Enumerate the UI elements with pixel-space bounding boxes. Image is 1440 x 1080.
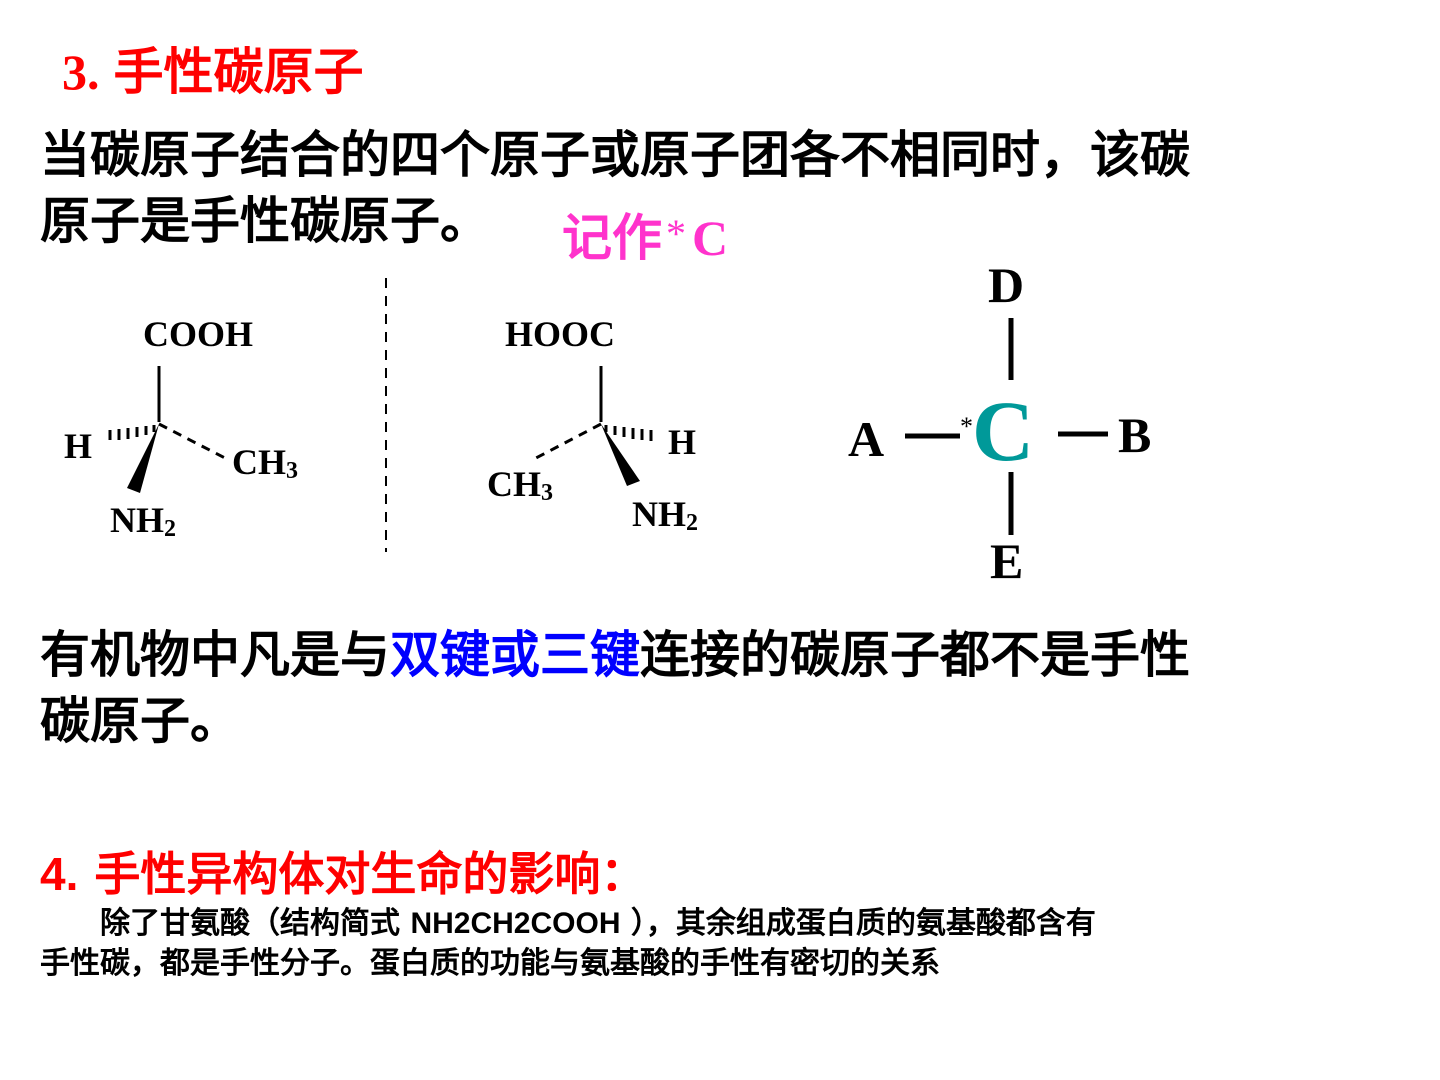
section-3-title: 手性碳原子 [113, 42, 364, 101]
substituent-a: A [848, 411, 884, 467]
rule-paragraph: 有机物中凡是与双键或三键连接的碳原子都不是手性 碳原子。 [40, 622, 1190, 754]
mol-right-h-label: H [668, 422, 696, 462]
body-line-1: 除了甘氨酸（结构简式 NH2CH2COOH ），其余组成蛋白质的氨基酸都含有 [40, 904, 1096, 944]
body-line-2: 手性碳，都是手性分子。蛋白质的功能与氨基酸的手性有密切的关系 [40, 946, 940, 981]
substituent-b: B [1118, 407, 1151, 463]
mol-left-nh2-label: NH2 [110, 500, 176, 542]
chirality-diagram: COOH H CH3 NH2 HOOC [64, 260, 1151, 589]
rule-part-1: 有机物中凡是与 [40, 626, 390, 684]
rule-line-2: 碳原子。 [40, 692, 240, 750]
notation-symbol: C [692, 210, 729, 266]
mol-left-hashed-bond [108, 425, 156, 440]
glycine-formula: NH2CH2COOH [410, 907, 621, 940]
substituent-e: E [990, 533, 1023, 589]
mol-right-wedge-bond [601, 424, 640, 486]
notation-star: * [666, 211, 686, 256]
molecule-right: HOOC H CH3 NH2 [487, 314, 698, 536]
mol-right-hashed-bond [604, 425, 653, 441]
substituent-d: D [988, 260, 1024, 313]
molecule-left: COOH H CH3 NH2 [64, 314, 298, 542]
section-4-heading: 4. 手性异构体对生命的影响： [40, 838, 646, 904]
notation-prefix: 记作 [562, 209, 662, 267]
definition-line-2: 原子是手性碳原子。 [40, 192, 490, 250]
mol-right-dashed-bond [535, 422, 602, 460]
section-3-heading: 3.手性碳原子 [62, 32, 364, 104]
mol-left-dashed-bond [158, 422, 226, 460]
rule-line-1: 有机物中凡是与双键或三键连接的碳原子都不是手性 [40, 622, 1190, 688]
chiral-notation: 记作*C [562, 198, 728, 270]
definition-paragraph: 当碳原子结合的四个原子或原子团各不相同时，该碳 原子是手性碳原子。 [40, 122, 1190, 254]
rule-highlight: 双键或三键 [390, 626, 640, 684]
chiral-center-diagram: D A * C B E [848, 260, 1151, 589]
rule-part-2: 连接的碳原子都不是手性 [640, 626, 1190, 684]
section-4-number: 4. [40, 848, 79, 900]
section-4-title: 手性异构体对生命的影响： [94, 847, 647, 901]
mol-left-wedge-bond [127, 424, 159, 493]
chiral-star: * [960, 412, 973, 441]
mol-left-h-label: H [64, 426, 92, 466]
body-line-1-a: 除了甘氨酸（结构简式 [100, 906, 411, 941]
mol-left-ch3-label: CH3 [232, 442, 298, 484]
mol-right-ch3-label: CH3 [487, 464, 553, 506]
body-line-1-b: ），其余组成蛋白质的氨基酸都含有 [620, 906, 1096, 941]
section-3-number: 3. [62, 44, 100, 100]
mol-right-nh2-label: NH2 [632, 494, 698, 536]
mol-right-top-label: HOOC [505, 314, 615, 354]
body-paragraph: 除了甘氨酸（结构简式 NH2CH2COOH ），其余组成蛋白质的氨基酸都含有 手… [40, 904, 1096, 984]
definition-line-1: 当碳原子结合的四个原子或原子团各不相同时，该碳 [40, 126, 1190, 184]
mol-left-top-label: COOH [143, 314, 253, 354]
chiral-carbon: C [972, 383, 1034, 479]
